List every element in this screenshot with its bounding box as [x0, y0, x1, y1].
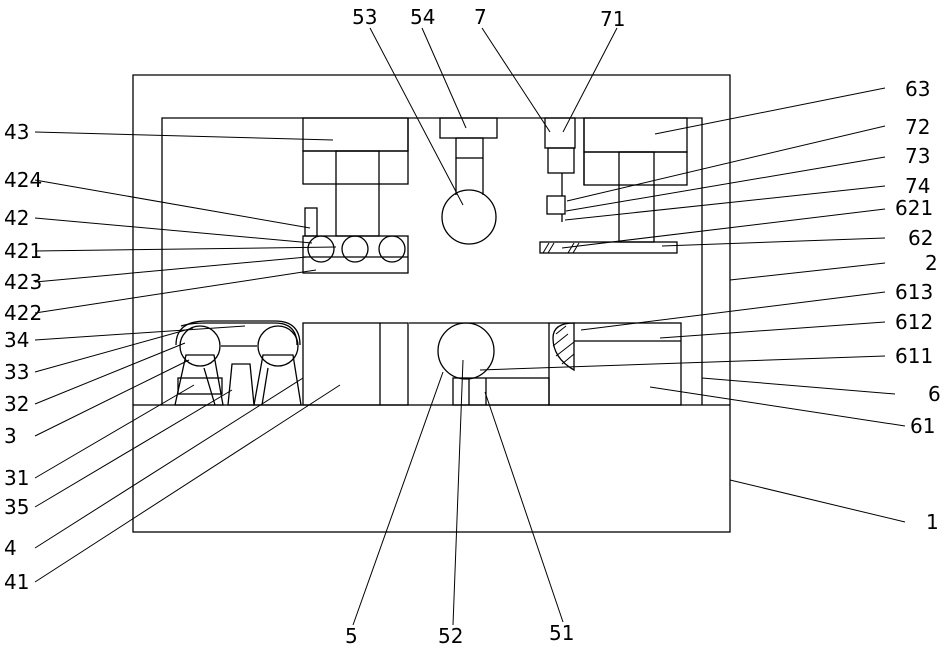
hatch-621-d — [573, 243, 579, 253]
label-32: 32 — [4, 392, 29, 416]
label-41: 41 — [4, 570, 29, 594]
pin-424 — [305, 208, 317, 236]
hatch-612-b — [562, 354, 574, 364]
block-7-mid — [548, 148, 574, 173]
label-613: 613 — [895, 280, 933, 304]
belt-34-outer — [176, 321, 300, 345]
block-43-stem — [336, 151, 379, 236]
block-63-mid — [584, 152, 687, 185]
label-62: 62 — [908, 226, 933, 250]
housing-2 — [133, 75, 730, 405]
label-74: 74 — [905, 174, 930, 198]
block-63 — [584, 118, 687, 152]
label-611: 611 — [895, 344, 933, 368]
label-421: 421 — [4, 239, 42, 263]
wheel-53 — [442, 190, 496, 244]
label-1: 1 — [926, 510, 939, 534]
label-3: 3 — [4, 424, 17, 448]
label-52: 52 — [438, 624, 463, 648]
label-6: 6 — [928, 382, 941, 406]
label-43: 43 — [4, 120, 29, 144]
block-31 — [178, 378, 222, 394]
support-32-mid — [204, 368, 215, 405]
hatch-621-a — [543, 243, 549, 253]
wheel-52 — [438, 323, 494, 379]
block-43-mid — [303, 151, 408, 184]
label-31: 31 — [4, 466, 29, 490]
label-5: 5 — [345, 624, 358, 648]
label-54: 54 — [410, 5, 435, 29]
block-43 — [303, 118, 408, 151]
label-424: 424 — [4, 168, 42, 192]
roller-frame-42 — [303, 236, 408, 273]
roller-33-left — [180, 326, 220, 366]
hatch-621-b — [548, 243, 554, 253]
label-61: 61 — [910, 414, 935, 438]
roller-421-c — [379, 236, 405, 262]
housing-inner — [162, 118, 702, 405]
label-71: 71 — [600, 7, 625, 31]
block-54-stem — [456, 138, 483, 158]
label-33: 33 — [4, 360, 29, 384]
label-35: 35 — [4, 495, 29, 519]
label-34: 34 — [4, 328, 29, 352]
support-32 — [175, 355, 223, 405]
support-right — [254, 355, 301, 405]
hatch-621-c — [568, 243, 574, 253]
base-1 — [133, 405, 730, 532]
label-73: 73 — [905, 144, 930, 168]
label-51: 51 — [549, 621, 574, 645]
label-53: 53 — [352, 5, 377, 29]
label-2: 2 — [925, 251, 938, 275]
plate-62 — [540, 242, 677, 253]
label-7: 7 — [474, 5, 487, 29]
label-72: 72 — [905, 115, 930, 139]
hatch-612-c — [553, 334, 568, 346]
label-621: 621 — [895, 196, 933, 220]
label-63: 63 — [905, 77, 930, 101]
roller-421-a — [308, 236, 334, 262]
label-4: 4 — [4, 536, 17, 560]
label-612: 612 — [895, 310, 933, 334]
block-41 — [303, 323, 408, 405]
support-right-mid — [262, 368, 268, 405]
label-422: 422 — [4, 301, 42, 325]
mid-support-35 — [228, 364, 254, 405]
hatch-612-a — [556, 342, 574, 356]
label-423: 423 — [4, 270, 42, 294]
block-7 — [545, 118, 575, 148]
block-51 — [453, 378, 549, 405]
roller-33-right — [258, 326, 298, 366]
label-42: 42 — [4, 206, 29, 230]
block-54 — [440, 118, 497, 138]
roller-421-b — [342, 236, 368, 262]
block-73 — [547, 196, 565, 214]
